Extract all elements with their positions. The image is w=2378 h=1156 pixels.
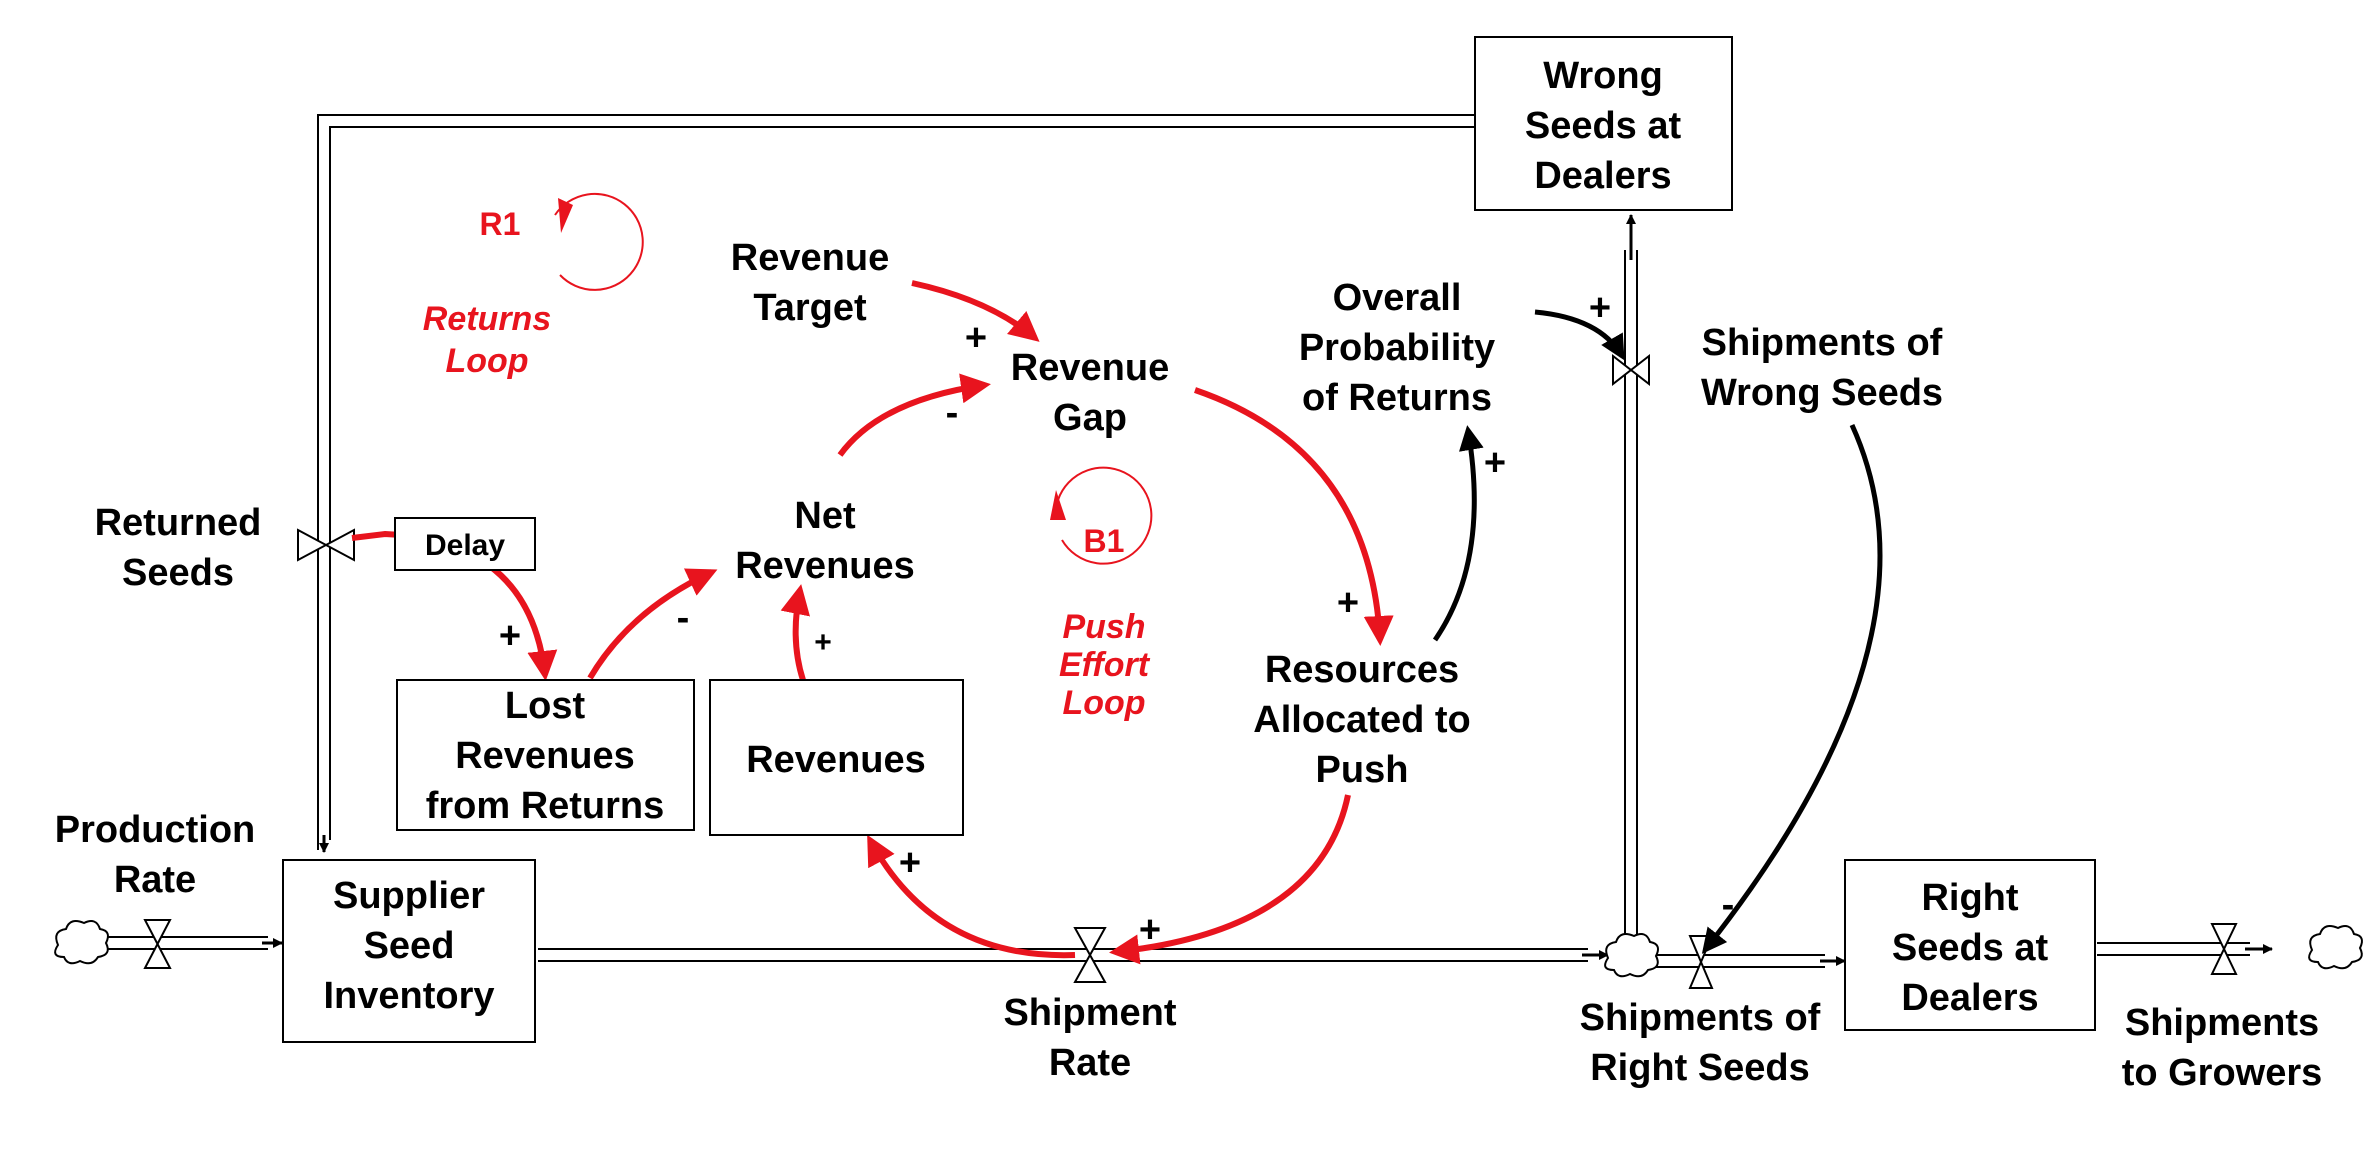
flow-growers-line2: to Growers: [2122, 1052, 2323, 1094]
stock-supplier-line3: Inventory: [323, 975, 494, 1017]
valve-returned-icon: [297, 528, 355, 562]
polarity-signs: + - + + + + + + - + -: [499, 287, 1734, 951]
var-net-revenues-line1: Net: [794, 495, 856, 537]
var-revenue-target-line2: Target: [753, 287, 867, 329]
var-revenue-target-line1: Revenue: [731, 237, 889, 279]
delay-label: Delay: [425, 529, 505, 562]
var-revenue-gap[interactable]: Revenue Gap: [1011, 347, 1169, 439]
loop-b1-id: B1: [1084, 523, 1125, 559]
flow-production-line2: Rate: [114, 859, 196, 901]
var-resources-push[interactable]: Resources Allocated to Push: [1253, 649, 1470, 791]
delay-box[interactable]: Delay: [394, 517, 536, 571]
stock-supplier-line1: Supplier: [333, 875, 485, 917]
return-pipe: [317, 114, 1475, 853]
sign-wrong-right: -: [1722, 884, 1735, 926]
sign-target-gap: +: [965, 317, 987, 359]
stock-supplier-line2: Seed: [364, 925, 455, 967]
var-revenue-gap-line2: Gap: [1053, 397, 1127, 439]
flow-shipments-growers[interactable]: Shipments to Growers: [2122, 1002, 2323, 1094]
stock-lost-line2: Revenues: [455, 735, 635, 777]
stock-wrong-line2: Seeds at: [1525, 105, 1682, 147]
flow-production-line1: Production: [55, 809, 256, 851]
var-revenue-gap-line1: Revenue: [1011, 347, 1169, 389]
var-resources-line2: Allocated to: [1253, 699, 1470, 741]
flow-shipments-wrong[interactable]: Shipments of Wrong Seeds: [1701, 322, 1943, 414]
growers-cloud-icon: [2308, 925, 2363, 970]
stock-right-seeds[interactable]: Right Seeds at Dealers: [1844, 859, 2096, 1031]
loop-r1-name-line2: Loop: [445, 342, 528, 380]
sign-net-gap: -: [946, 392, 959, 434]
var-resources-line1: Resources: [1265, 649, 1459, 691]
sign-probability-wrong: +: [1589, 287, 1611, 329]
valve-production-icon: [143, 919, 172, 969]
loop-b1-name-line2: Effort: [1059, 646, 1151, 684]
stock-right-line1: Right: [1921, 877, 2018, 919]
flow-shipment-rate[interactable]: Shipment Rate: [1003, 992, 1176, 1084]
growers-pipe: [2097, 942, 2273, 956]
stock-right-line3: Dealers: [1901, 977, 2038, 1019]
flow-returned-seeds[interactable]: Returned Seeds: [95, 502, 262, 594]
var-revenue-target[interactable]: Revenue Target: [731, 237, 889, 329]
stock-lost-line3: from Returns: [426, 785, 665, 827]
loop-r1-id: R1: [480, 206, 521, 242]
flow-returned-line2: Seeds: [122, 552, 234, 594]
stock-right-line2: Seeds at: [1892, 927, 2049, 969]
sign-shipment-revenues: +: [899, 842, 921, 884]
stock-revenues-line1: Revenues: [746, 739, 926, 781]
valve-growers-icon: [2210, 923, 2238, 975]
flow-wrong-line2: Wrong Seeds: [1701, 372, 1943, 414]
right-seeds-pipe: [1650, 954, 1846, 968]
production-pipe: [90, 936, 283, 950]
var-overall-probability[interactable]: Overall Probability of Returns: [1299, 277, 1495, 419]
stock-wrong-seeds[interactable]: Wrong Seeds at Dealers: [1474, 36, 1733, 211]
shipment-pipe: [538, 948, 1609, 962]
var-probability-line1: Overall: [1333, 277, 1462, 319]
flow-production-rate[interactable]: Production Rate: [55, 809, 256, 901]
flow-right-line1: Shipments of: [1580, 997, 1821, 1039]
loop-b1-name-line3: Loop: [1062, 684, 1145, 722]
sign-lost-net: -: [677, 597, 690, 639]
flow-shipment-line1: Shipment: [1003, 992, 1176, 1034]
flow-growers-line1: Shipments: [2125, 1002, 2319, 1044]
var-net-revenues[interactable]: Net Revenues: [735, 495, 915, 587]
loop-b1: B1 Push Effort Loop: [1050, 466, 1153, 722]
sign-resources-shipment: +: [1139, 909, 1161, 951]
sign-resources-probability: +: [1484, 442, 1506, 484]
flow-shipment-line2: Rate: [1049, 1042, 1131, 1084]
var-probability-line3: of Returns: [1302, 377, 1492, 419]
sign-revenues-net: +: [814, 626, 832, 659]
stock-lost-line1: Lost: [505, 685, 586, 727]
flow-shipments-right[interactable]: Shipments of Right Seeds: [1580, 997, 1821, 1089]
sign-gap-resources: +: [1337, 582, 1359, 624]
source-cloud-icon: [54, 920, 109, 965]
var-resources-line3: Push: [1316, 749, 1409, 791]
sink-cloud-icon: [1604, 933, 1659, 978]
flow-returned-line1: Returned: [95, 502, 262, 544]
loop-b1-name-line1: Push: [1062, 608, 1145, 646]
stock-lost-revenues[interactable]: Lost Revenues from Returns: [396, 679, 695, 831]
sign-delay-lost: +: [499, 615, 521, 657]
flow-wrong-line1: Shipments of: [1702, 322, 1943, 364]
stock-supplier-inventory[interactable]: Supplier Seed Inventory: [282, 859, 536, 1043]
loop-r1-name-line1: Returns: [423, 300, 551, 338]
stock-wrong-line1: Wrong: [1543, 55, 1663, 97]
stock-revenues[interactable]: Revenues: [709, 679, 964, 836]
var-probability-line2: Probability: [1299, 327, 1495, 369]
wrong-seeds-pipe: [1624, 214, 1638, 940]
valve-shipment-icon: [1073, 927, 1107, 983]
var-net-revenues-line2: Revenues: [735, 545, 915, 587]
flow-right-line2: Right Seeds: [1590, 1047, 1810, 1089]
stock-wrong-line3: Dealers: [1534, 155, 1671, 197]
valve-wrong-icon: [1612, 353, 1650, 387]
loop-r1: R1 Returns Loop: [423, 192, 644, 380]
